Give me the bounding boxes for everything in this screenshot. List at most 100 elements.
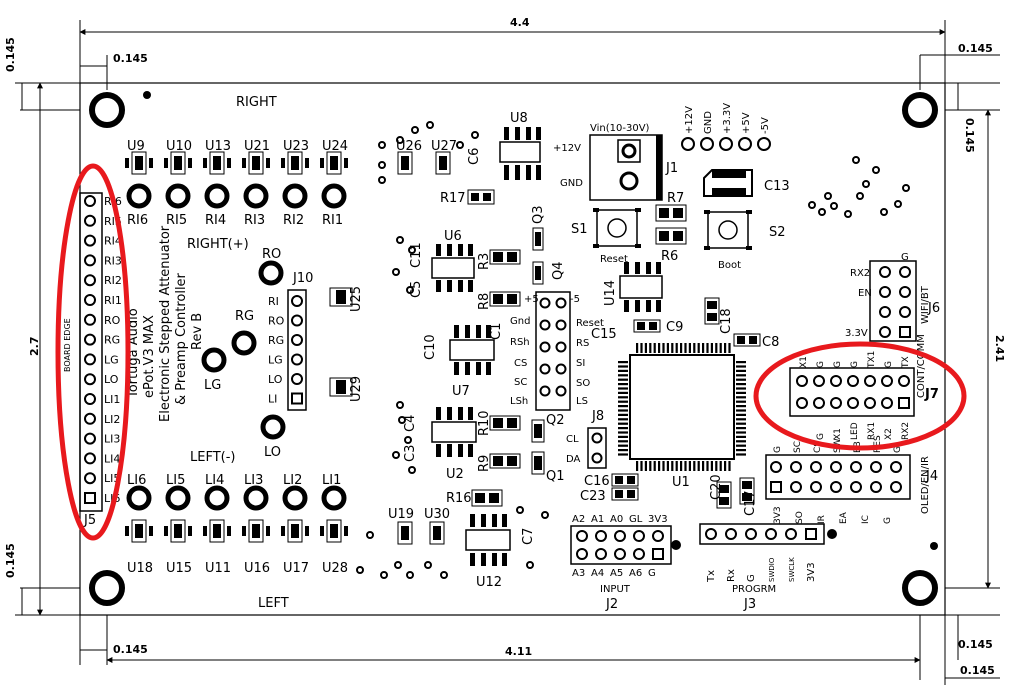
right-row-chip-pad	[125, 158, 129, 168]
j5-pin-label: RI4	[104, 235, 122, 248]
j5-label: J5	[83, 513, 96, 528]
q3-transistor	[532, 227, 544, 251]
c17-capacitor	[739, 477, 755, 505]
j3-pin-label: Tx	[706, 570, 717, 583]
j7-bottom-label: LED	[850, 422, 860, 440]
left-row-chip	[248, 519, 264, 543]
c3-label: C3	[403, 445, 418, 462]
right-row-chip-label: U13	[205, 139, 231, 154]
j2-pin1-marker	[671, 540, 681, 550]
u1-pin	[684, 343, 687, 353]
q3-label: Q3	[531, 205, 546, 224]
j5-pin	[84, 254, 96, 267]
u1-pin	[618, 427, 628, 430]
left-row-chip-pad	[344, 526, 348, 536]
plus5-label: +5	[524, 294, 539, 305]
u1-pin	[736, 369, 746, 372]
j7-pin	[830, 375, 842, 387]
j2-pin	[595, 530, 607, 542]
j3-header-outline	[699, 523, 825, 545]
j2-pin	[576, 530, 588, 542]
en-label: EN	[858, 288, 872, 299]
j5-pin	[84, 472, 96, 485]
j3-pin	[785, 528, 797, 540]
q2-transistor	[531, 419, 545, 443]
left-row-chip-body	[291, 524, 299, 538]
left-row-chip-label: U18	[127, 561, 153, 576]
u1-pin	[715, 343, 718, 353]
j4-bottom-label: EA	[839, 511, 849, 524]
j10-pin	[291, 314, 303, 327]
r10-label: R10	[477, 410, 492, 436]
right-row-pad	[126, 183, 152, 209]
j5-pin	[84, 492, 96, 504]
right-row-chip	[131, 151, 147, 175]
ctrl-ls-label: LS	[576, 396, 588, 407]
j2-top-label: A2	[572, 514, 585, 525]
u1-pin	[618, 418, 628, 421]
j7-pin	[864, 375, 876, 387]
u1-pin	[680, 343, 683, 353]
j5-header-outline	[79, 192, 103, 512]
right-row-chip-label: U21	[244, 139, 270, 154]
lg-label: LG	[204, 378, 221, 393]
u1-pin	[693, 343, 696, 353]
dim-offset-top-left: 0.145	[113, 52, 148, 65]
j10-header-outline	[287, 289, 307, 411]
left-row-pad	[126, 485, 152, 511]
j7-top-label: G	[850, 361, 860, 368]
j7-pin	[796, 397, 808, 409]
c8-label: C8	[762, 335, 779, 350]
u1-pin	[636, 343, 639, 353]
u29-chip	[329, 377, 353, 397]
j2-top-label: 3V3	[648, 514, 668, 525]
j7-top-label: TX1	[867, 351, 877, 369]
via-cluster-bottom	[356, 506, 549, 579]
dim-offset-bottom-right: 0.145	[960, 664, 995, 677]
boot-label: Boot	[718, 260, 741, 271]
j2-pin	[633, 548, 645, 560]
u1-label: U1	[672, 475, 690, 490]
c8-capacitor	[733, 333, 761, 347]
j3-pin	[725, 528, 737, 540]
c13-capacitor	[703, 169, 753, 197]
u1-pin	[710, 461, 713, 471]
u1-pin	[736, 440, 746, 443]
u1-pin	[736, 435, 746, 438]
j5-pin-label: LG	[104, 353, 119, 366]
power-test-point	[738, 137, 752, 151]
j5-pin-label: LI4	[104, 452, 120, 465]
u1-pin	[688, 461, 691, 471]
ctrl-rsh-label: RSh	[510, 337, 530, 348]
dim-height-right: 2.41	[993, 335, 1006, 362]
power-test-point-label: -5V	[760, 117, 771, 134]
u1-pin	[640, 461, 643, 471]
j4-pin	[890, 481, 902, 493]
j3-pin-label: SWCLK	[788, 557, 796, 582]
right-plus-label: RIGHT(+)	[187, 237, 249, 252]
j8-header-outline	[535, 291, 571, 411]
right-row-chip-pad	[305, 158, 309, 168]
j5-pin-label: RO	[104, 314, 121, 327]
u1-pin	[644, 343, 647, 353]
u1-pin	[697, 461, 700, 471]
left-row-chip-label: U15	[166, 561, 192, 576]
right-row-chip-body	[330, 156, 338, 170]
c20-capacitor	[716, 481, 732, 509]
left-row-chip-pad	[242, 526, 246, 536]
u1-pin	[736, 365, 746, 368]
j4-pin	[790, 481, 802, 493]
dim-height-left: 2.7	[28, 337, 41, 357]
j7-header-outline	[789, 367, 915, 417]
left-row-chip-body	[252, 524, 260, 538]
j5-pin-label: LI1	[104, 393, 120, 406]
u1-pin	[710, 343, 713, 353]
j10-pin	[291, 392, 303, 405]
input-label: INPUT	[600, 584, 631, 595]
right-row-chip	[209, 151, 225, 175]
j7-pin	[796, 375, 808, 387]
v33-label: 3.3V	[845, 328, 868, 339]
